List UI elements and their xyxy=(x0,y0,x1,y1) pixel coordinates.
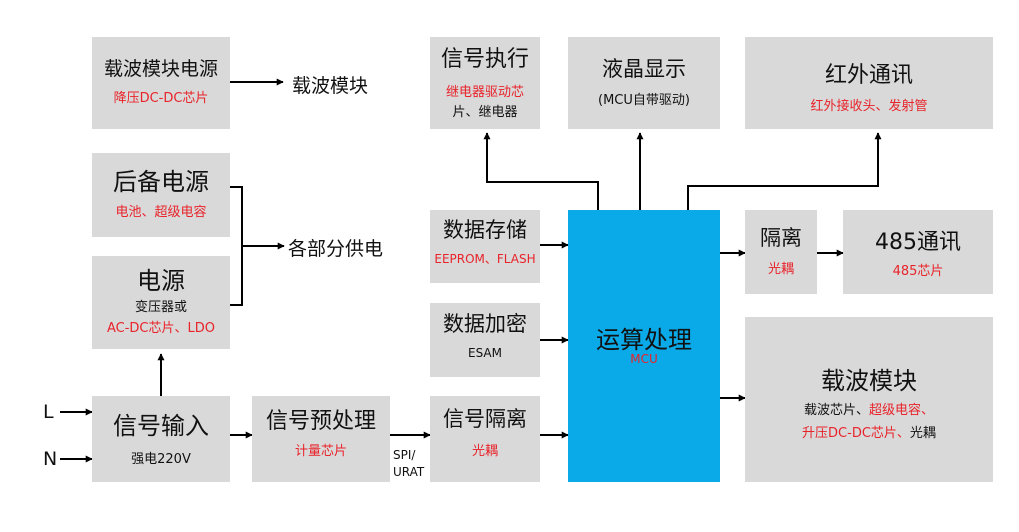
block-485: 485通讯 485芯片 xyxy=(843,210,993,294)
block-isolation: 隔离 光耦 xyxy=(745,210,817,294)
block-power: 电源 变压器或 AC-DC芯片、LDO xyxy=(92,256,230,349)
carrier-module-sub2: 升压DC-DC芯片、光耦 xyxy=(745,422,993,441)
preprocess-sub: 计量芯片 xyxy=(294,444,347,459)
encryption-sub: ESAM xyxy=(468,346,502,360)
block-preprocess: 信号预处理 计量芯片 xyxy=(252,396,390,482)
block-signal-exec: 信号执行 继电器驱动芯 片、继电器 xyxy=(430,37,540,129)
block-backup-power: 后备电源 电池、超级电容 xyxy=(92,153,230,237)
signal-input-sub: 强电220V xyxy=(131,452,191,467)
isolation-title: 隔离 xyxy=(760,226,802,250)
signal-isolation-title: 信号隔离 xyxy=(443,407,527,431)
block-signal-isolation: 信号隔离 光耦 xyxy=(430,396,540,482)
carrier-sub2-black: 光耦 xyxy=(909,426,936,441)
power-bracket xyxy=(230,186,243,306)
block-lcd: 液晶显示 (MCU自带驱动) xyxy=(568,37,720,129)
carrier-sub1-red: 超级电容、 xyxy=(869,403,935,418)
power-sub1: 变压器或 xyxy=(134,300,187,315)
power-sub2: AC-DC芯片、LDO xyxy=(106,321,215,336)
carrier-sub1-black: 载波芯片、 xyxy=(803,403,869,418)
block-infrared: 红外通讯 红外接收头、发射管 xyxy=(745,37,993,129)
backup-power-sub: 电池、超级电容 xyxy=(115,205,207,220)
signal-exec-sub1: 继电器驱动芯 xyxy=(445,85,524,100)
carrier-module-title: 载波模块 xyxy=(821,367,917,395)
block-carrier-module: 载波模块 载波芯片、超级电容、 升压DC-DC芯片、光耦 xyxy=(745,317,993,482)
block-encryption: 数据加密 ESAM xyxy=(430,303,540,377)
backup-power-title: 后备电源 xyxy=(113,168,209,196)
arrow-mcu-to-exec xyxy=(483,132,599,210)
mcu-title: 运算处理 xyxy=(596,326,692,354)
urat-label: URAT xyxy=(393,465,425,479)
carrier-sub2-red: 升压DC-DC芯片、 xyxy=(802,426,910,441)
lcd-sub: (MCU自带驱动) xyxy=(598,93,690,108)
storage-title: 数据存储 xyxy=(443,218,527,242)
block-mcu: 运算处理 MCU xyxy=(568,210,720,482)
rs485-sub: 485芯片 xyxy=(892,264,944,279)
supply-all-label: 各部分供电 xyxy=(288,238,384,260)
signal-isolation-sub: 光耦 xyxy=(471,444,498,459)
mcu-sub: MCU xyxy=(630,352,658,366)
block-signal-input: 信号输入 强电220V xyxy=(92,396,230,482)
carrier-power-sub: 降压DC-DC芯片 xyxy=(113,91,209,106)
lcd-title: 液晶显示 xyxy=(602,57,686,81)
N-label: N xyxy=(43,448,58,470)
carrier-module-label: 载波模块 xyxy=(292,75,369,97)
carrier-power-title: 载波模块电源 xyxy=(103,58,218,80)
preprocess-title: 信号预处理 xyxy=(265,409,376,434)
infrared-sub: 红外接收头、发射管 xyxy=(810,99,928,114)
arrow-mcu-to-infrared xyxy=(687,132,882,210)
block-carrier-power: 载波模块电源 降压DC-DC芯片 xyxy=(92,37,230,129)
isolation-sub: 光耦 xyxy=(767,262,794,277)
carrier-module-sub1: 载波芯片、超级电容、 xyxy=(745,399,993,418)
rs485-title: 485通讯 xyxy=(875,230,961,255)
infrared-title: 红外通讯 xyxy=(824,63,913,88)
power-title: 电源 xyxy=(137,267,185,295)
L-label: L xyxy=(43,401,54,423)
encryption-title: 数据加密 xyxy=(443,312,527,336)
storage-sub: EEPROM、FLASH xyxy=(434,252,536,266)
signal-exec-sub2: 片、继电器 xyxy=(452,105,518,120)
signal-input-title: 信号输入 xyxy=(113,412,209,440)
signal-exec-title: 信号执行 xyxy=(440,47,529,72)
spi-label: SPI/ xyxy=(393,448,416,462)
block-storage: 数据存储 EEPROM、FLASH xyxy=(430,210,540,283)
